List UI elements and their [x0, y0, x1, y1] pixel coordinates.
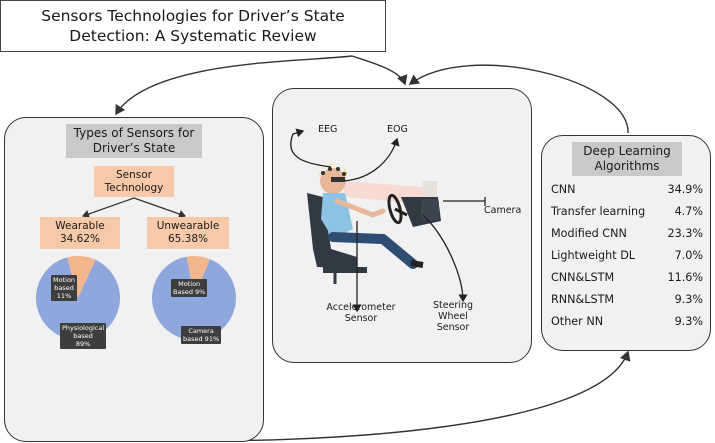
deep-learning-header-line-1: Deep Learning [583, 144, 671, 158]
sensor-technology-box: Sensor Technology [94, 166, 174, 197]
unwearable-camera-label: Camera based 91% [181, 326, 222, 344]
sensor-types-header-line-1: Types of Sensors for [73, 126, 195, 140]
tree-arrows [81, 197, 187, 218]
camera-icon [423, 181, 437, 197]
camera-label: Camera [484, 205, 522, 216]
eog-label: EOG [387, 124, 408, 135]
pie-charts [35, 256, 237, 341]
sensor-types-header: Types of Sensors for Driver’s State [66, 124, 202, 158]
deep-learning-header: Deep Learning Algorithms [572, 142, 682, 176]
wearable-label: Wearable [55, 220, 105, 232]
title-line-2: Detection: A Systematic Review [69, 27, 317, 45]
unwearable-motion-label: Motion Based 9% [171, 279, 208, 297]
title-line-1: Sensors Technologies for Driver’s State [41, 7, 345, 25]
seat-icon [307, 193, 357, 269]
wearable-box: Wearable 34.62% [40, 217, 120, 249]
wearable-motion-label: Motion based 11% [51, 275, 78, 301]
arrow-title-to-left [115, 55, 353, 116]
unwearable-box: Unwearable 65.38% [147, 217, 229, 249]
steering-wheel-icon [387, 193, 403, 225]
sensor-technology-line-2: Technology [104, 181, 164, 194]
wearable-pie-slice-0 [67, 256, 96, 298]
arrow-title-to-center [351, 55, 408, 86]
arrow-right-to-center [408, 64, 629, 134]
sensor-technology-line-1: Sensor [116, 168, 152, 181]
driver-illustration-panel: EEG EOG Camera Accelerometer Sensor Stee… [272, 88, 532, 363]
unwearable-label: Unwearable [156, 220, 220, 232]
title-box: Sensors Technologies for Driver’s State … [0, 0, 386, 52]
steering-wheel-sensor-label: Steering Wheel Sensor [432, 300, 474, 333]
wearable-percent: 34.62% [59, 233, 101, 245]
accelerometer-label: Accelerometer Sensor [326, 302, 396, 324]
unwearable-percent: 65.38% [167, 233, 209, 245]
sensor-types-header-line-2: Driver’s State [92, 141, 176, 155]
wearable-physiological-label: Physiological based 89% [60, 323, 107, 349]
eeg-label: EEG [318, 124, 338, 135]
unwearable-pie-slice-1 [152, 256, 237, 340]
sensor-types-panel: Types of Sensors for Driver’s State Sens… [4, 117, 264, 442]
deep-learning-header-line-2: Algorithms [594, 159, 660, 173]
driver-illustration [290, 128, 486, 313]
